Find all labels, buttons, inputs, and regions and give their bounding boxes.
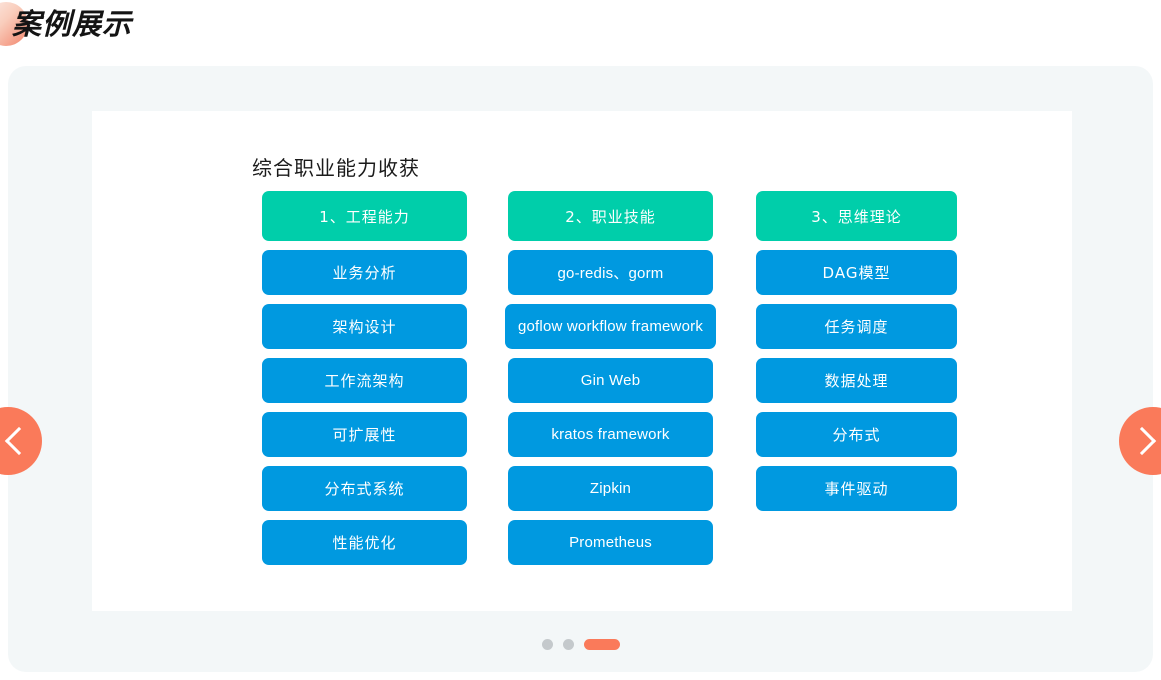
ability-item[interactable]: 分布式 (756, 412, 957, 457)
pagination-dot-1[interactable] (541, 639, 553, 650)
ability-item[interactable]: go-redis、gorm (508, 250, 713, 295)
slide-card: 综合职业能力收获 1、工程能力 业务分析 架构设计 工作流架构 可扩展性 分布式… (92, 111, 1072, 611)
pagination-dot-3[interactable] (583, 639, 620, 650)
column-header-3[interactable]: 3、思维理论 (756, 191, 957, 241)
ability-item[interactable]: Zipkin (508, 466, 713, 511)
ability-item[interactable]: 架构设计 (262, 304, 467, 349)
page-title: 案例展示 (12, 7, 133, 41)
pagination-dot-2[interactable] (562, 639, 574, 650)
ability-item[interactable]: DAG模型 (756, 250, 957, 295)
chevron-right-icon (1127, 426, 1157, 456)
ability-column-2: 2、职业技能 go-redis、gorm goflow workflow fra… (498, 191, 723, 565)
column-header-1[interactable]: 1、工程能力 (262, 191, 467, 241)
chevron-left-icon (4, 426, 34, 456)
carousel-pagination (8, 639, 1153, 650)
ability-item[interactable]: Gin Web (508, 358, 713, 403)
case-slider-panel: 综合职业能力收获 1、工程能力 业务分析 架构设计 工作流架构 可扩展性 分布式… (0, 66, 1161, 672)
ability-item[interactable]: 数据处理 (756, 358, 957, 403)
ability-item[interactable]: goflow workflow framework (505, 304, 716, 349)
ability-columns: 1、工程能力 业务分析 架构设计 工作流架构 可扩展性 分布式系统 性能优化 2… (252, 191, 1062, 565)
ability-item[interactable]: kratos framework (508, 412, 713, 457)
column-header-2[interactable]: 2、职业技能 (508, 191, 713, 241)
ability-item[interactable]: 任务调度 (756, 304, 957, 349)
ability-item[interactable]: Prometheus (508, 520, 713, 565)
carousel-next-button[interactable] (1119, 407, 1161, 475)
carousel-prev-button[interactable] (0, 407, 42, 475)
ability-column-3: 3、思维理论 DAG模型 任务调度 数据处理 分布式 事件驱动 (744, 191, 969, 511)
ability-item[interactable]: 可扩展性 (262, 412, 467, 457)
ability-item[interactable]: 分布式系统 (262, 466, 467, 511)
ability-item[interactable]: 事件驱动 (756, 466, 957, 511)
slide-heading: 综合职业能力收获 (252, 156, 420, 180)
ability-column-1: 1、工程能力 业务分析 架构设计 工作流架构 可扩展性 分布式系统 性能优化 (252, 191, 477, 565)
ability-item[interactable]: 工作流架构 (262, 358, 467, 403)
ability-item[interactable]: 性能优化 (262, 520, 467, 565)
ability-item[interactable]: 业务分析 (262, 250, 467, 295)
page-title-block: 案例展示 (0, 0, 400, 52)
